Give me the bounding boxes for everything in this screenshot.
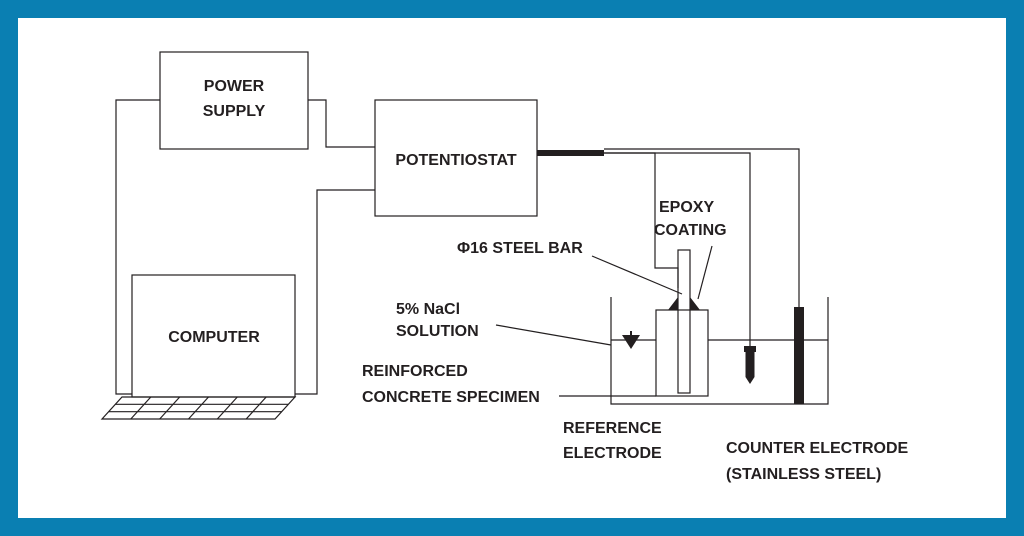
epoxy-label-2: COATING — [654, 222, 727, 239]
reference-electrode — [744, 346, 756, 384]
nacl-label-1: 5% NaCl — [396, 301, 460, 318]
power-supply-label-2: SUPPLY — [203, 103, 266, 120]
reference-label-2: ELECTRODE — [563, 445, 662, 462]
diagram-canvas: POWER SUPPLY POTENTIOSTAT COMPUTER EPOXY… — [18, 18, 1006, 518]
wire-computer-to-potentiostat — [295, 189, 375, 395]
steel-bar — [677, 249, 691, 394]
counter-label-2: (STAINLESS STEEL) — [726, 466, 881, 483]
wire-power-to-computer — [115, 99, 160, 395]
nacl-leader — [495, 324, 612, 346]
specimen-label-1: REINFORCED — [362, 363, 468, 380]
nacl-label-2: SOLUTION — [396, 323, 479, 340]
corrosion-test-setup-diagram: POWER SUPPLY POTENTIOSTAT COMPUTER EPOXY… — [100, 51, 909, 483]
steel-bar-label: Φ16 STEEL BAR — [457, 240, 583, 257]
potentiostat-box — [374, 99, 538, 217]
wire-to-steel-bar — [604, 152, 679, 288]
computer-label: COMPUTER — [168, 329, 260, 346]
wire-to-counter-electrode — [604, 148, 800, 310]
steel-bar-leader — [591, 255, 683, 295]
specimen-label-2: CONCRETE SPECIMEN — [362, 389, 540, 406]
epoxy-label-1: EPOXY — [659, 199, 714, 216]
epoxy-coating — [668, 297, 678, 310]
wire-power-to-potentiostat — [308, 99, 375, 148]
potentiostat-label: POTENTIOSTAT — [395, 152, 516, 169]
reference-label-1: REFERENCE — [563, 420, 662, 437]
potentiostat-cable — [537, 150, 604, 156]
power-supply-label-1: POWER — [204, 78, 265, 95]
epoxy-leader — [697, 245, 713, 300]
solution-tank — [610, 297, 829, 405]
counter-label-1: COUNTER ELECTRODE — [726, 440, 909, 457]
power-supply-box — [159, 51, 309, 150]
liquid-level-marker — [622, 335, 640, 349]
computer-keyboard — [100, 396, 297, 420]
concrete-specimen — [655, 309, 709, 397]
wire-to-reference-electrode — [604, 152, 751, 348]
counter-electrode — [794, 307, 804, 404]
